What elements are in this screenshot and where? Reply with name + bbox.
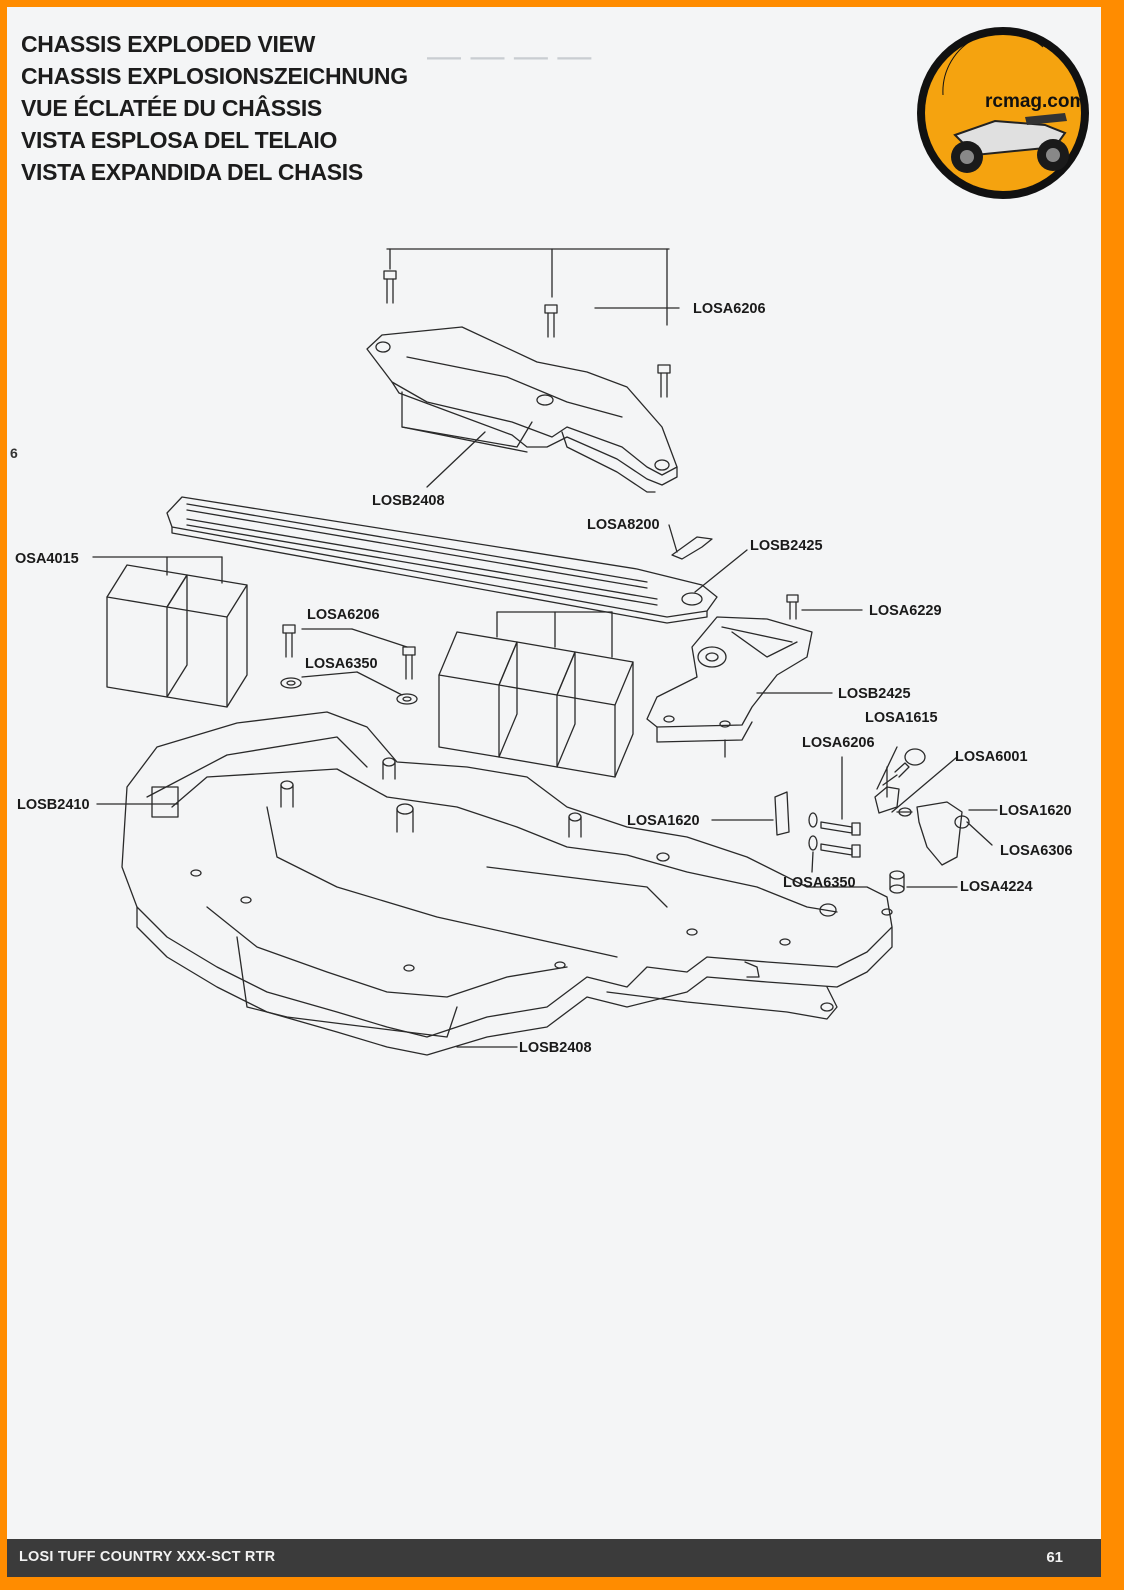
leader-lines xyxy=(96,307,998,1048)
weight-blocks-left xyxy=(92,556,248,708)
top-plate xyxy=(646,616,813,758)
center-rail xyxy=(166,496,718,624)
label-losa4015: OSA4015 xyxy=(15,551,79,567)
label-losb2425-rail: LOSB2425 xyxy=(750,538,823,554)
label-losa6306: LOSA6306 xyxy=(1000,843,1073,859)
label-losa1620-left: LOSA1620 xyxy=(627,813,700,829)
manual-page: — — — — CHASSIS EXPLODED VIEW CHASSIS EX… xyxy=(7,7,1101,1577)
upper-battery-strap xyxy=(366,326,678,493)
body-clip xyxy=(671,536,713,560)
label-losa6206-right: LOSA6206 xyxy=(802,735,875,751)
title-es: VISTA EXPANDIDA DEL CHASIS xyxy=(21,159,363,185)
screws-top xyxy=(383,248,671,398)
left-margin-mark: 6 xyxy=(10,445,18,461)
exploded-view-diagram: LOSA6206 LOSB2408 LOSA8200 LOSB2425 OSA4… xyxy=(15,248,1073,1056)
rcmag-logo: rcmag.com xyxy=(917,27,1089,199)
label-losb2410: LOSB2410 xyxy=(17,797,90,813)
label-losa6229: LOSA6229 xyxy=(869,603,942,619)
svg-text:rcmag.com: rcmag.com xyxy=(985,91,1086,112)
label-losa6350-mid: LOSA6350 xyxy=(305,656,378,672)
label-losb2425-plate: LOSB2425 xyxy=(838,686,911,702)
label-losa6001: LOSA6001 xyxy=(955,749,1028,765)
title-en: CHASSIS EXPLODED VIEW xyxy=(21,31,316,57)
label-losb2408-upper: LOSB2408 xyxy=(372,493,445,509)
label-losa6206-mid: LOSA6206 xyxy=(307,607,380,623)
label-losa6350-right: LOSA6350 xyxy=(783,875,856,891)
label-losa1620-right: LOSA1620 xyxy=(999,803,1072,819)
label-losa4224: LOSA4224 xyxy=(960,879,1033,895)
label-losa8200: LOSA8200 xyxy=(587,517,660,533)
label-losa6206-top: LOSA6206 xyxy=(693,301,766,317)
right-hardware xyxy=(774,746,970,894)
page-number: 61 xyxy=(1046,1549,1063,1566)
weight-blocks-right xyxy=(438,611,634,778)
footer-title: LOSI TUFF COUNTRY XXX-SCT RTR xyxy=(19,1549,276,1565)
label-losa1615: LOSA1615 xyxy=(865,710,938,726)
label-losb2408-lower: LOSB2408 xyxy=(519,1040,592,1056)
title-fr: VUE ÉCLATÉE DU CHÂSSIS xyxy=(21,95,322,121)
page-footer: LOSI TUFF COUNTRY XXX-SCT RTR 61 xyxy=(7,1539,1101,1577)
mid-screws xyxy=(280,594,799,705)
title-de: CHASSIS EXPLOSIONSZEICHNUNG xyxy=(21,63,408,89)
bleed-through: — — — — xyxy=(427,37,592,75)
title-it: VISTA ESPLOSA DEL TELAIO xyxy=(21,127,338,153)
main-chassis xyxy=(121,711,893,1056)
part-labels: LOSA6206 LOSB2408 LOSA8200 LOSB2425 OSA4… xyxy=(15,301,1073,1056)
